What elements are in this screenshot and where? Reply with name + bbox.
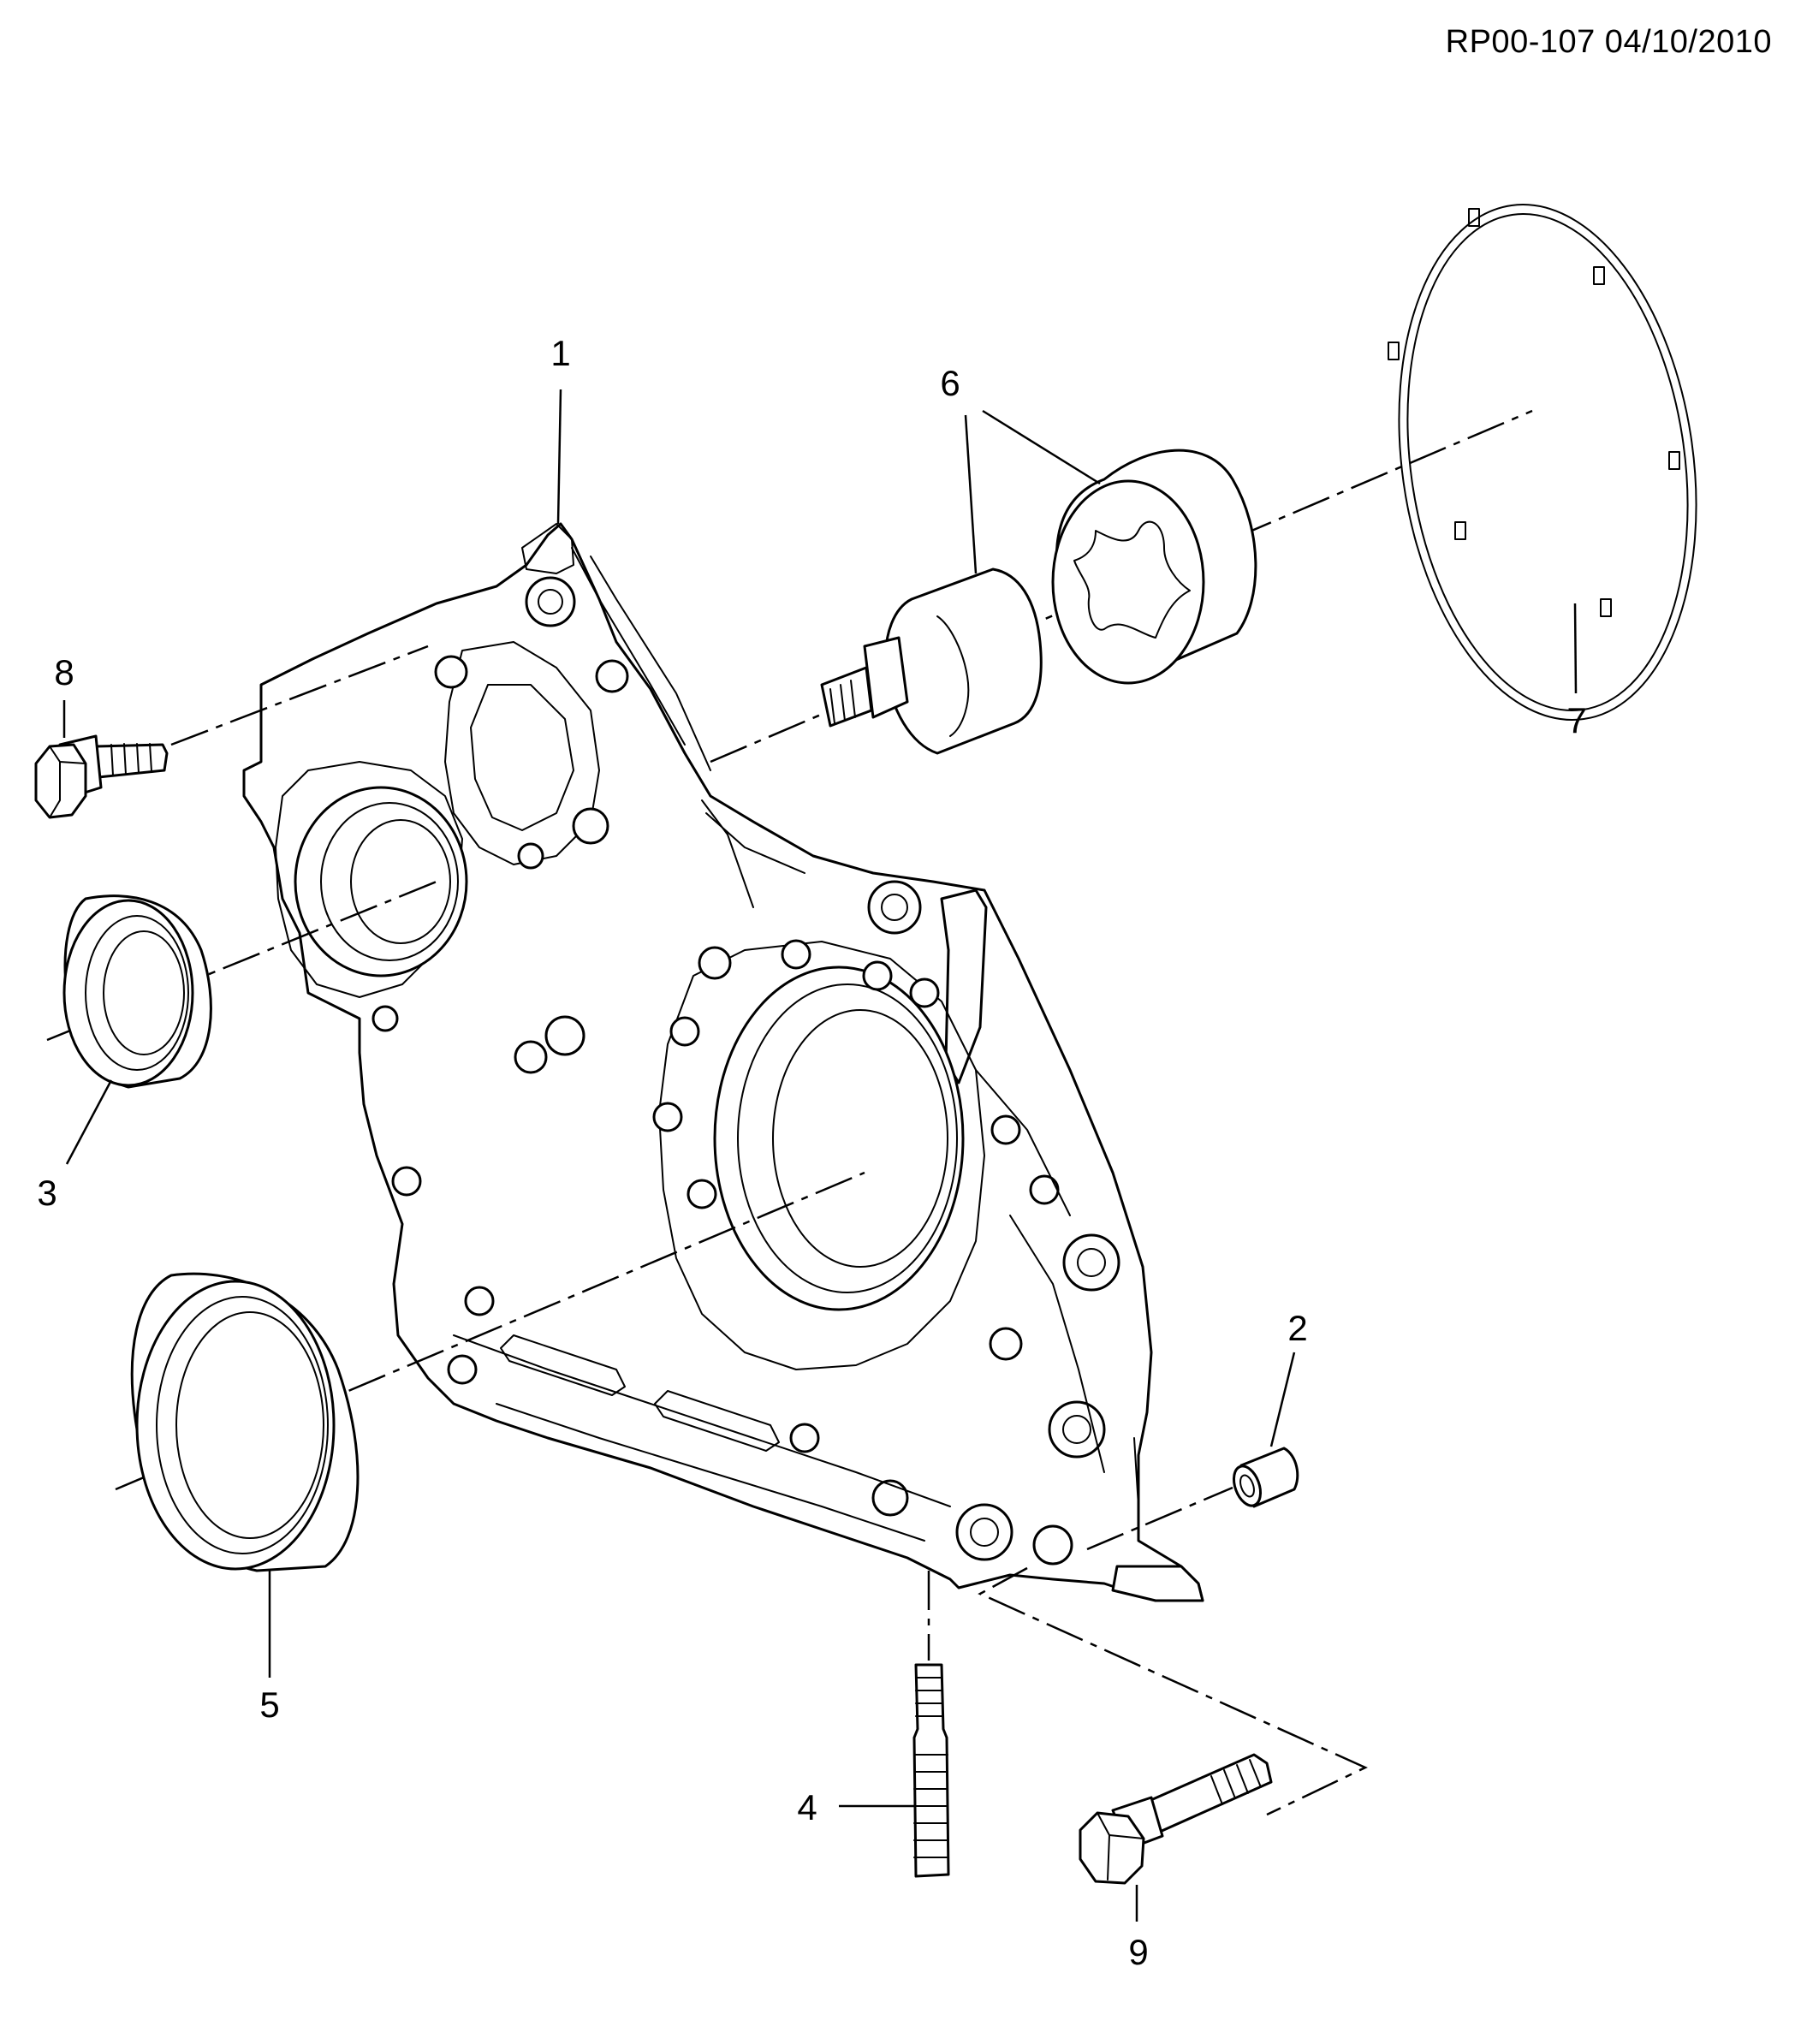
crankshaft-seal[interactable]	[130, 1272, 360, 1572]
callout-2: 2	[1287, 1308, 1307, 1348]
callout-9: 9	[1128, 1932, 1148, 1972]
front-cover[interactable]	[242, 522, 1204, 1602]
leader-6b	[964, 414, 978, 574]
leader-lines	[62, 389, 1578, 1922]
leader-6a	[982, 409, 1101, 485]
bolt-upper[interactable]	[34, 734, 169, 819]
bolt-lower[interactable]	[1079, 1753, 1273, 1885]
camshaft-seal[interactable]	[62, 894, 212, 1089]
dowel-pin[interactable]	[1229, 1447, 1299, 1509]
leader-2	[1269, 1352, 1296, 1447]
callout-5: 5	[259, 1685, 279, 1725]
reference-code: RP00-107 04/10/2010	[1445, 24, 1772, 60]
callout-6: 6	[940, 363, 960, 403]
leader-1	[556, 389, 562, 525]
oil-pump-rotors[interactable]	[820, 449, 1257, 755]
centerline-bolt-upper	[170, 645, 429, 746]
stud[interactable]	[912, 1663, 950, 1878]
leader-3	[65, 1079, 113, 1165]
callout-1: 1	[550, 333, 570, 373]
pump-cover-seal-ring[interactable]	[1367, 185, 1727, 739]
callout-7: 7	[1566, 700, 1586, 740]
callout-4: 4	[797, 1787, 817, 1827]
centerline-bolt-lower	[978, 1566, 1368, 1816]
callout-labels: 1 2 3 4 5 6 7 8 9	[37, 333, 1586, 1972]
callout-3: 3	[37, 1173, 56, 1213]
centerline-dowel	[1086, 1486, 1233, 1551]
callout-8: 8	[54, 652, 74, 692]
leader-7	[1573, 603, 1578, 694]
